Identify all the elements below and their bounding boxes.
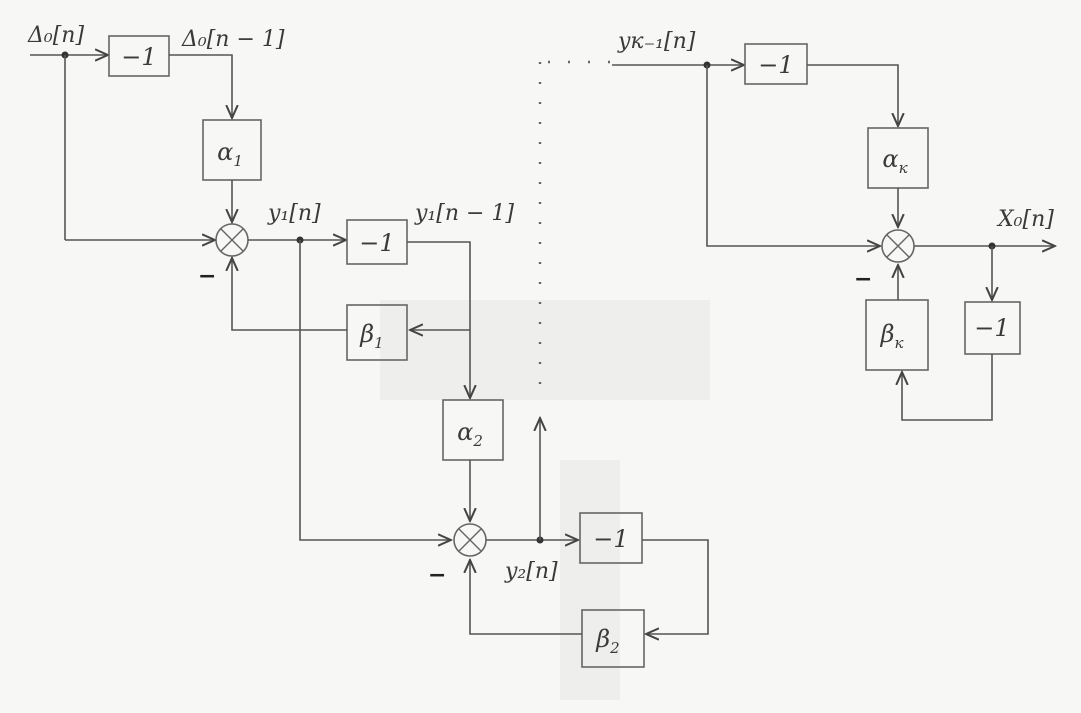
svg-text:α2: α2 [457,418,483,450]
betak-block [865,299,929,371]
delay-block-2 [579,512,643,564]
alphak-label: α [882,145,898,173]
svg-text:βк: βк [880,320,904,352]
scan-smudge [560,460,620,700]
stage-2: y₂[n] −1 β2 [470,418,709,668]
y1-n1-label: y₁[n − 1] [414,201,514,226]
alpha2-subscript: 2 [472,432,483,450]
alphak-subscript: к [899,159,908,177]
delay2-label: −1 [593,525,628,553]
input-stage: −1 α1 Δ₀[n] Δ₀[n − 1] [27,23,285,240]
summing-junction-1 [215,223,249,257]
minus-sign-1: − [198,264,216,289]
beta2-label: β [595,625,610,653]
yk1-n-label: yк₋₁[n] [617,29,696,54]
svg-text:β1: β1 [359,320,383,352]
stage-1: y₁[n] −1 y₁[n − 1] β1 α2 [232,201,514,540]
stage-k: yк₋₁[n] −1 αк X₀[n] −1 βк [612,29,1055,421]
svg-text:α1: α1 [217,138,243,170]
minus-sign-k: − [854,267,872,292]
continuation-dots [538,60,612,400]
delay-out-label: −1 [974,314,1009,342]
svg-text:β2: β2 [595,625,619,657]
beta1-block [346,304,408,361]
betak-label: β [880,320,895,348]
delta-n-label: Δ₀[n] [27,23,84,48]
x-out-label: X₀[n] [996,207,1054,232]
minus-sign-2: − [428,563,446,588]
betak-subscript: к [894,334,903,352]
beta2-subscript: 2 [609,639,620,657]
summing-junction-2 [453,523,487,557]
beta2-block [581,609,645,668]
alpha2-block [442,399,504,461]
y2-n-label: y₂[n] [504,559,558,584]
delay-block-k-input [744,43,808,85]
summing-junction-k [881,229,915,263]
alpha1-label: α [217,138,233,166]
delay1-label: −1 [359,229,394,257]
alpha2-label: α [457,418,473,446]
delay-k-input-label: −1 [758,51,793,79]
y1-n-label: y₁[n] [267,201,321,226]
beta1-label: β [359,320,374,348]
delay-block-input [108,35,170,77]
delay-input-label: −1 [121,43,156,71]
scan-smudge [380,300,710,400]
delta-n1-label: Δ₀[n − 1] [181,27,285,52]
alpha1-subscript: 1 [233,152,243,170]
beta1-subscript: 1 [374,334,384,352]
svg-text:αк: αк [882,145,907,177]
